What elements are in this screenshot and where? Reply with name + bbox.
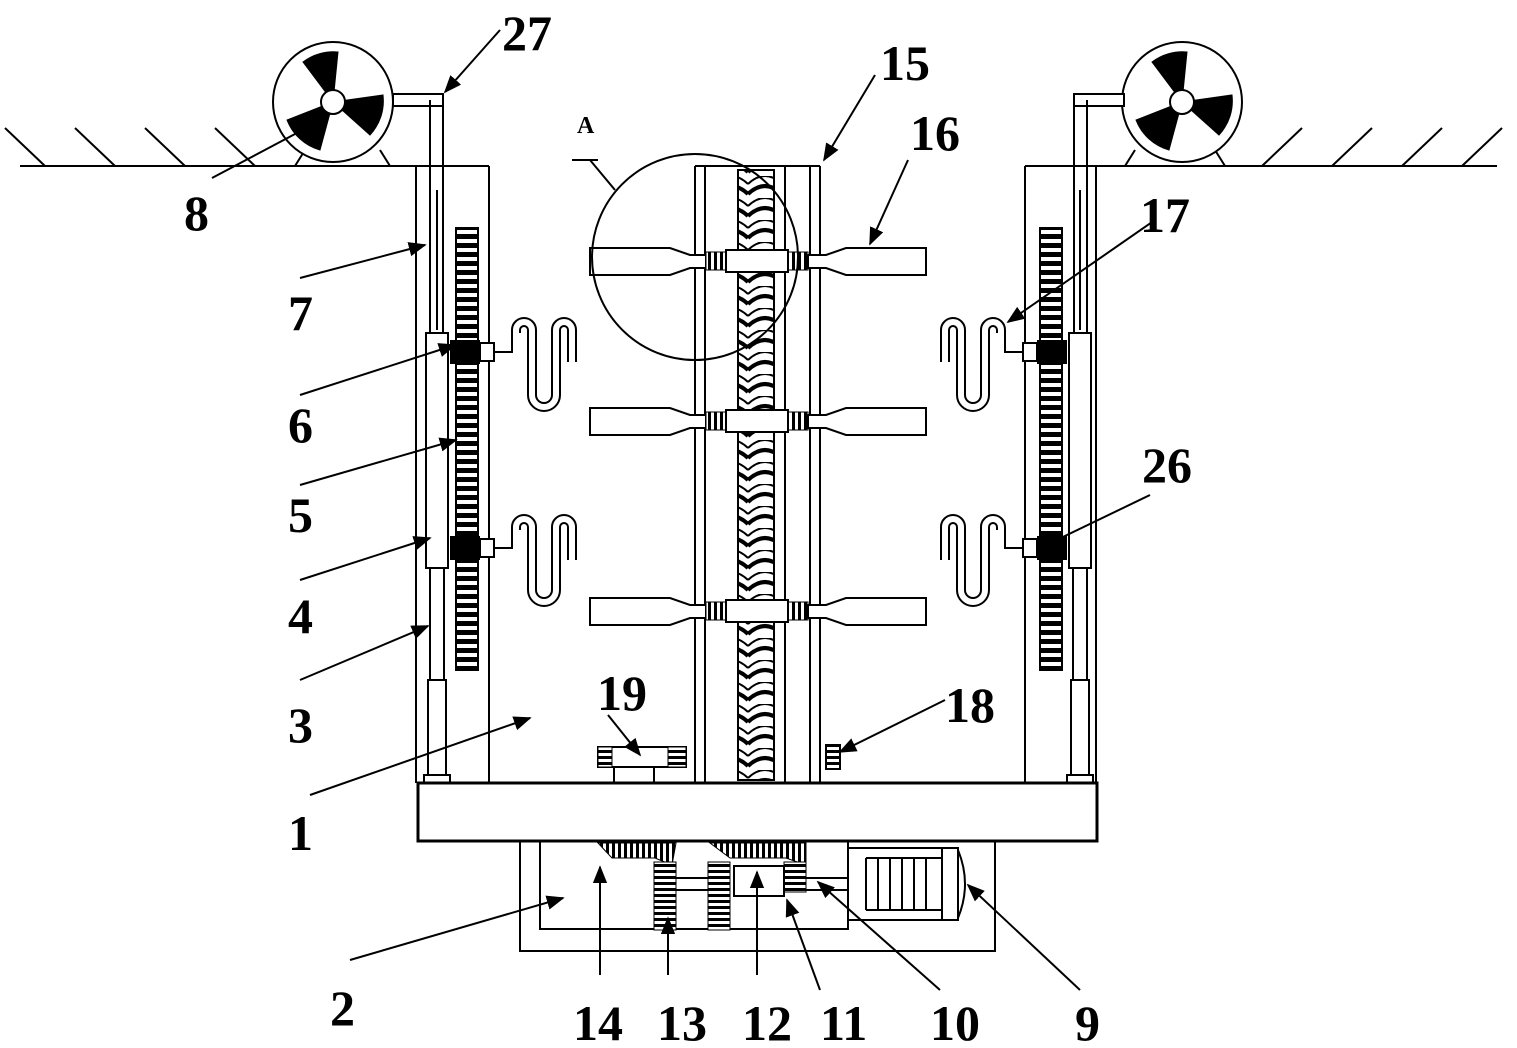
- left-fan: [272, 41, 444, 167]
- pit-left-wall: [415, 165, 490, 783]
- label-12: 12: [742, 995, 792, 1048]
- label-27: 27: [502, 5, 552, 61]
- right-lift-rod: [1066, 332, 1094, 784]
- paddle-row-top: [589, 247, 927, 276]
- left-lower-heater: [511, 514, 577, 599]
- label-5: 5: [288, 487, 313, 543]
- paddle-row-middle: [589, 407, 927, 436]
- right-rack: [1039, 227, 1063, 671]
- left-upper-heater: [511, 317, 577, 404]
- label-9: 9: [1075, 995, 1100, 1048]
- right-fan: [1073, 41, 1243, 167]
- right-lower-heater: [940, 514, 1006, 599]
- label-11: 11: [820, 995, 867, 1048]
- label-1: 1: [288, 805, 313, 861]
- label-2: 2: [330, 980, 355, 1036]
- label-3: 3: [288, 697, 313, 753]
- left-lift-rod: [423, 332, 451, 784]
- paddle-row-bottom: [589, 597, 927, 626]
- left-lower-heater-inner: [519, 522, 569, 607]
- stop-block-19: [597, 746, 687, 784]
- detail-callout-a: A: [572, 113, 799, 361]
- drive-motor: [847, 847, 966, 921]
- label-17: 17: [1140, 187, 1190, 243]
- leader-lines: [211, 29, 1156, 991]
- label-16: 16: [910, 105, 960, 161]
- label-7: 7: [288, 285, 313, 341]
- right-upper-pinion: [1004, 333, 1067, 364]
- right-upper-heater: [940, 317, 1006, 404]
- left-lower-pinion: [450, 530, 513, 560]
- callout-labels: 27 15 16 8 17 7 6 26 5 4 19 18 3 1 2 14 …: [184, 5, 1192, 1048]
- label-10: 10: [930, 995, 980, 1048]
- pit-right-wall: [1024, 165, 1097, 783]
- label-18: 18: [945, 677, 995, 733]
- right-upper-heater-inner: [948, 325, 998, 412]
- detail-label: A: [577, 113, 595, 139]
- label-15: 15: [880, 35, 930, 91]
- label-14: 14: [573, 995, 623, 1048]
- label-4: 4: [288, 588, 313, 644]
- right-air-pipe: [1073, 94, 1088, 335]
- label-13: 13: [657, 995, 707, 1048]
- label-6: 6: [288, 397, 313, 453]
- left-rack: [455, 227, 479, 671]
- left-air-pipe: [429, 94, 444, 335]
- sensor-18: [825, 744, 841, 770]
- label-26: 26: [1142, 437, 1192, 493]
- base-plate: [416, 781, 1099, 843]
- label-19: 19: [597, 665, 647, 721]
- left-upper-heater-inner: [519, 325, 569, 412]
- label-8: 8: [184, 185, 209, 241]
- right-lower-heater-inner: [948, 522, 998, 607]
